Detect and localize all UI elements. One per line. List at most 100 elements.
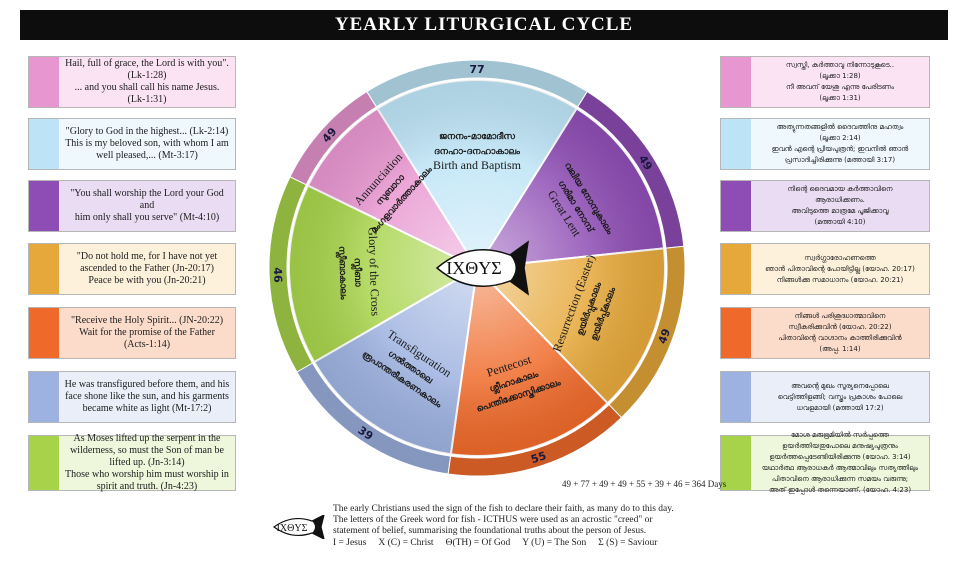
left-verse-box: "Receive the Holy Spirit... (JN-20:22)Wa…	[28, 307, 236, 359]
color-swatch	[29, 436, 59, 490]
color-swatch	[721, 436, 751, 490]
verse-line: well pleased,... (Mt-3:17)	[96, 150, 198, 161]
footer-description: The early Christians used the sign of th…	[333, 504, 713, 537]
verse-line: നീ അവന് യേശു എന്നു പേരിടണം	[786, 83, 894, 91]
verse-text: "Glory to God in the highest... (Lk-2:14…	[59, 119, 235, 169]
verse-text: നിങ്ങൾ പരിശുദ്ധാത്മാവിനെ സ്വീകരിക്കുവിൻ (…	[751, 308, 929, 358]
verse-line: (Lk-1:28)	[127, 70, 167, 81]
verse-line: He was transfigured before them, and his	[64, 379, 230, 390]
verse-line: സ്വീകരിക്കുവിൻ (യോഹ. 20:22)	[788, 323, 892, 331]
color-swatch	[29, 57, 59, 107]
verse-line: "Receive the Holy Spirit... (JN-20:22)	[70, 315, 224, 326]
segment-label-line: Glory of the Cross	[366, 227, 383, 317]
color-swatch	[29, 372, 59, 422]
verse-line: ഞാൻ പിതാവിന്റെ പോയിട്ടില്ല (യോഹ. 20:17)	[765, 264, 915, 273]
ichthys-text: IXΘYΣ	[446, 258, 501, 278]
verse-text: മോശ മരുഭൂമിയിൽ സർപ്പത്തെ ഉയർത്തിയതുപോലെ മ…	[751, 431, 929, 494]
verse-line: became white as light (Mt-17:2)	[82, 403, 212, 414]
verse-text: Hail, full of grace, the Lord is with yo…	[59, 57, 235, 107]
segment-days-number: 77	[469, 63, 484, 76]
right-verse-box: അത്യുന്നതങ്ങളിൽ ദൈവത്തിനു മഹത്വം(ലൂക്കാ …	[720, 118, 930, 170]
color-swatch	[721, 57, 751, 107]
left-verse-box: He was transfigured before them, and his…	[28, 371, 236, 423]
verse-line: This is my beloved son, with whom I am	[65, 138, 229, 149]
right-verse-box: അവന്റെ മുഖം സൂര്യനെപ്പോലെ വെട്ടിത്തിളങ്ങി…	[720, 371, 930, 423]
segment-label-line: സ്ലീബാകാലം	[335, 246, 350, 300]
verse-line: അത് ഇപ്പോൾ തന്നെയാണ്. (യോഹ. 4:23)	[768, 486, 912, 494]
footer-line: The letters of the Greek word for fish -…	[333, 515, 653, 525]
legend-item: Σ (S) = Saviour	[598, 538, 658, 548]
verse-line: face shone like the sun, and his garment…	[65, 391, 229, 402]
right-verse-box: സ്വസ്തി, കർത്താവു നിന്നോടുകൂടെ.. (ലൂക്കാ …	[720, 56, 930, 108]
segment-label-line: ദനഹാ-ദനഹാകാലം	[434, 147, 520, 157]
verse-line: Peace be with you (Jn-20:21)	[88, 275, 206, 286]
segment-label-line: Birth and Baptism	[433, 158, 522, 172]
verse-text: അവന്റെ മുഖം സൂര്യനെപ്പോലെ വെട്ടിത്തിളങ്ങി…	[751, 372, 929, 422]
segment-label-line: ജനനം-മാമോദീസ	[439, 130, 515, 142]
verse-line: Those who worship him must worship in	[65, 469, 229, 480]
verse-text: "You shall worship the Lord your God and…	[59, 181, 235, 231]
verse-line: ധവളമായി (മത്തായി 17:2)	[796, 403, 884, 412]
color-swatch	[721, 119, 751, 169]
verse-line: (Lk-1:31)	[127, 94, 167, 105]
verse-line: ... and you shall call his name Jesus.	[74, 82, 220, 93]
verse-line: വെട്ടിത്തിളങ്ങി; വസ്ത്രം പ്രകാശം പോലെ	[777, 392, 903, 401]
verse-line: As Moses lifted up the serpent in the	[73, 433, 221, 444]
verse-line: (ലൂക്കാ 1:28)	[819, 72, 861, 80]
legend-item: Y (U) = The Son	[522, 538, 587, 548]
verse-line: Wait for the promise of the Father	[79, 327, 215, 338]
verse-text: അത്യുന്നതങ്ങളിൽ ദൈവത്തിനു മഹത്വം(ലൂക്കാ …	[751, 119, 929, 169]
acrostic-legend: I = Jesus X (C) = Christ Θ(TH) = Of God …	[333, 538, 733, 548]
verse-line: "Glory to God in the highest... (Lk-2:14…	[65, 126, 229, 137]
verse-line: Hail, full of grace, the Lord is with yo…	[65, 58, 229, 69]
verse-line: (ലൂക്കാ 1:31)	[819, 94, 861, 102]
verse-line: അത്യുന്നതങ്ങളിൽ ദൈവത്തിനു മഹത്വം	[776, 123, 904, 131]
right-verse-box: മോശ മരുഭൂമിയിൽ സർപ്പത്തെ ഉയർത്തിയതുപോലെ മ…	[720, 431, 930, 494]
verse-line: സ്വസ്തി, കർത്താവു നിന്നോടുകൂടെ..	[785, 61, 895, 69]
verse-line: അവന്റെ മുഖം സൂര്യനെപ്പോലെ	[791, 381, 889, 390]
verse-line: (മത്തായി 4:10)	[814, 218, 866, 226]
left-verse-box: "You shall worship the Lord your God and…	[28, 180, 236, 232]
color-swatch	[721, 181, 751, 231]
color-swatch	[29, 308, 59, 358]
verse-line: ഉയർത്തപ്പെടേണ്ടിയിരിക്കുന്നു (യോഹ. 3:14)	[769, 453, 911, 461]
verse-text: "Receive the Holy Spirit... (JN-20:22)Wa…	[59, 308, 235, 358]
verse-line: നിങ്ങൾ പരിശുദ്ധാത്മാവിനെ	[794, 312, 886, 320]
verse-line: ഉയർത്തിയതുപോലെ മനുഷ്യപുത്രനും	[782, 442, 898, 450]
segment-days-number: 46	[271, 267, 285, 283]
verse-line: പിതാവിന്റെ വാഗ്ദാനം കാത്തിരിക്കുവിൻ	[778, 334, 902, 342]
verse-line: ascended to the Father (Jn-20:17)	[80, 263, 214, 274]
color-swatch	[721, 308, 751, 358]
color-swatch	[721, 372, 751, 422]
right-verse-box: സ്വർഗ്ഗാരോഹണത്തെ ഞാൻ പിതാവിന്റെ പോയിട്ടില…	[720, 243, 930, 295]
segment-days-number: 49	[656, 327, 673, 346]
verse-line: spirit and truth. (Jn-4:23)	[96, 481, 198, 492]
left-verse-box: "Glory to God in the highest... (Lk-2:14…	[28, 118, 236, 170]
legend-item: Θ(TH) = Of God	[445, 538, 511, 548]
footer-ichthys-text: IXΘYΣ	[277, 523, 308, 534]
verse-line: പ്രസാദിച്ചിരിക്കുന്നു (മത്തായി 3:17)	[784, 156, 896, 164]
verse-text: സ്വർഗ്ഗാരോഹണത്തെ ഞാൻ പിതാവിന്റെ പോയിട്ടില…	[751, 244, 929, 294]
page-title: YEARLY LITURGICAL CYCLE	[20, 10, 948, 40]
verse-line: നിങ്ങൾക്കു സമാധാനം (യോഹ. 20:21)	[776, 275, 904, 284]
color-swatch	[29, 181, 59, 231]
verse-line: ആരാധിക്കണം.	[815, 196, 865, 204]
color-swatch	[721, 244, 751, 294]
segment-days-number: 55	[529, 449, 548, 466]
segment-label-birth: ജനനം-മാമോദീസ ദനഹാ-ദനഹാകാലംBirth and Bapti…	[433, 130, 522, 172]
ichthys-fish-icon: IXΘYΣ	[435, 240, 530, 296]
legend-item: I = Jesus	[333, 538, 367, 548]
verse-line: (Acts-1:14)	[123, 339, 171, 350]
verse-line: സ്വർഗ്ഗാരോഹണത്തെ	[804, 253, 876, 262]
verse-line: അവിടുത്തെ മാത്രമേ പൂജിക്കാവൂ	[791, 207, 889, 215]
legend-item: X (C) = Christ	[378, 538, 434, 548]
verse-line: "You shall worship the Lord your God and	[70, 188, 224, 211]
verse-line: പിതാവിനെ ആരാധിക്കുന്ന സമയം വരുന്നു;	[771, 475, 909, 483]
verse-line: മോശ മരുഭൂമിയിൽ സർപ്പത്തെ	[791, 431, 889, 439]
